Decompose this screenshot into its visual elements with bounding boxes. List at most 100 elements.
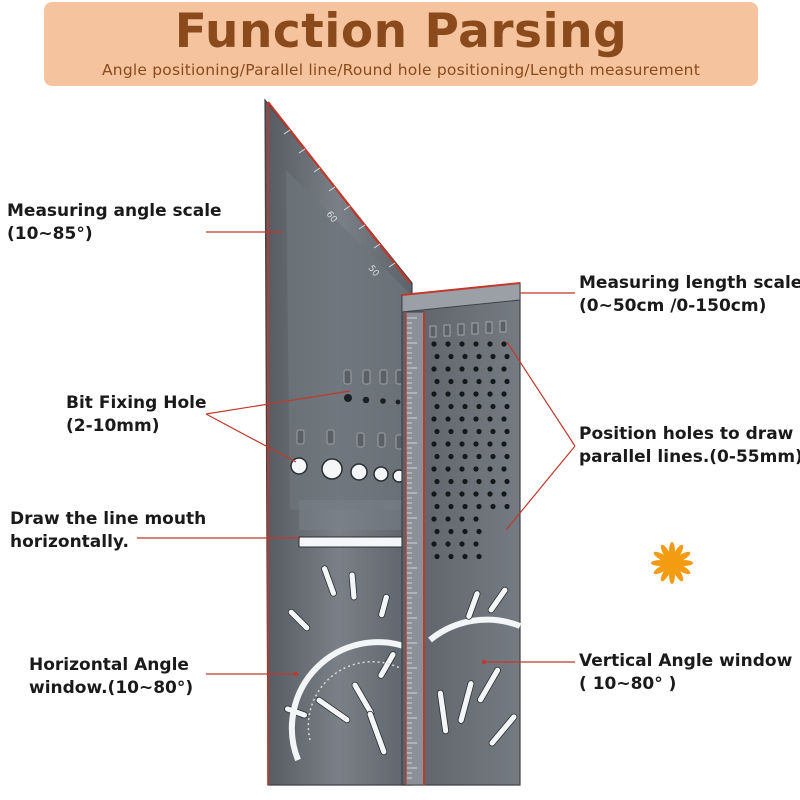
- title-banner: Function Parsing Angle positioning/Paral…: [44, 2, 758, 86]
- position-hole: [445, 341, 451, 347]
- position-hole: [431, 341, 437, 347]
- label-horizontal-angle-window: Horizontal Angle window.(10~80°): [29, 655, 194, 698]
- position-hole: [462, 353, 468, 360]
- label-vertical-angle-window: Vertical Angle window ( 10~80° ): [579, 651, 793, 694]
- position-hole: [504, 478, 510, 485]
- position-hole: [431, 491, 437, 497]
- label-measuring-angle-scale: Measuring angle scale (10~85°): [7, 201, 222, 244]
- position-hole: [434, 428, 440, 435]
- position-hole: [476, 553, 482, 560]
- label-draw-line-mouth: Draw the line mouth horizontally.: [10, 509, 207, 552]
- position-hole: [476, 353, 482, 360]
- label-position-holes: Position holes to draw parallel lines.(0…: [579, 424, 800, 467]
- position-hole: [476, 403, 482, 410]
- position-hole: [473, 441, 479, 447]
- position-hole: [501, 391, 507, 397]
- position-hole: [476, 478, 482, 485]
- position-hole: [459, 366, 465, 372]
- position-hole: [434, 528, 440, 535]
- position-hole: [462, 428, 468, 435]
- vertical-angle-window: [428, 616, 522, 643]
- position-hole: [501, 341, 507, 347]
- position-hole: [490, 428, 496, 435]
- position-hole: [487, 441, 493, 447]
- position-hole: [504, 403, 510, 410]
- position-hole: [504, 353, 510, 360]
- left-plate: 60 50: [264, 98, 413, 786]
- label-bit-fixing-hole: Bit Fixing Hole (2-10mm): [66, 393, 207, 436]
- position-hole: [487, 366, 493, 372]
- position-hole: [473, 341, 479, 347]
- position-hole: [462, 503, 468, 510]
- position-hole: [431, 391, 437, 397]
- position-hole: [448, 503, 454, 510]
- position-hole: [487, 416, 493, 422]
- position-hole: [445, 516, 451, 522]
- position-hole: [487, 341, 493, 347]
- position-hole: [459, 466, 465, 472]
- position-hole: [445, 391, 451, 397]
- position-hole: [462, 403, 468, 410]
- position-hole: [459, 516, 465, 522]
- position-hole: [434, 378, 440, 385]
- position-hole: [434, 453, 440, 460]
- position-hole: [448, 528, 454, 535]
- position-hole: [434, 553, 440, 560]
- position-hole: [473, 366, 479, 372]
- line-mouth-slot: [298, 536, 410, 548]
- position-hole: [490, 503, 496, 510]
- position-hole: [448, 478, 454, 485]
- position-hole: [504, 503, 510, 510]
- position-hole: [476, 453, 482, 460]
- position-hole: [490, 353, 496, 360]
- position-hole: [490, 378, 496, 385]
- position-hole: [445, 366, 451, 372]
- position-hole: [459, 491, 465, 497]
- position-hole: [448, 553, 454, 560]
- position-hole: [459, 416, 465, 422]
- position-hole: [448, 353, 454, 360]
- position-hole: [448, 403, 454, 410]
- position-hole: [490, 403, 496, 410]
- position-hole: [501, 366, 507, 372]
- position-hole: [490, 478, 496, 485]
- position-hole: [476, 428, 482, 435]
- position-hole: [504, 428, 510, 435]
- position-hole: [473, 491, 479, 497]
- position-hole: [445, 491, 451, 497]
- position-hole: [462, 478, 468, 485]
- label-measuring-length-scale: Measuring length scale (0~50cm /0-150cm): [579, 273, 800, 316]
- position-hole: [473, 516, 479, 522]
- position-hole: [501, 491, 507, 497]
- position-hole: [434, 503, 440, 510]
- position-hole: [490, 453, 496, 460]
- position-hole: [501, 416, 507, 422]
- position-hole: [473, 466, 479, 472]
- position-hole: [431, 516, 437, 522]
- position-hole: [434, 478, 440, 485]
- position-hole: [504, 453, 510, 460]
- sun-burst-icon: [651, 542, 693, 584]
- position-hole: [448, 378, 454, 385]
- position-hole: [487, 466, 493, 472]
- position-hole: [445, 441, 451, 447]
- position-hole: [476, 528, 482, 535]
- position-hole: [462, 453, 468, 460]
- position-hole: [487, 491, 493, 497]
- angle-scale-edge: [267, 101, 411, 284]
- position-hole: [476, 503, 482, 510]
- position-hole: [434, 353, 440, 360]
- position-hole: [445, 416, 451, 422]
- position-hole: [448, 428, 454, 435]
- position-hole: [459, 341, 465, 347]
- position-hole: [445, 466, 451, 472]
- leader-lines: [137, 231, 576, 675]
- right-plate: [401, 282, 522, 786]
- position-hole: [459, 541, 465, 547]
- position-hole: [462, 528, 468, 535]
- horizontal-angle-window: [288, 639, 411, 762]
- position-hole: [504, 378, 510, 385]
- position-hole: [501, 441, 507, 447]
- position-hole: [473, 391, 479, 397]
